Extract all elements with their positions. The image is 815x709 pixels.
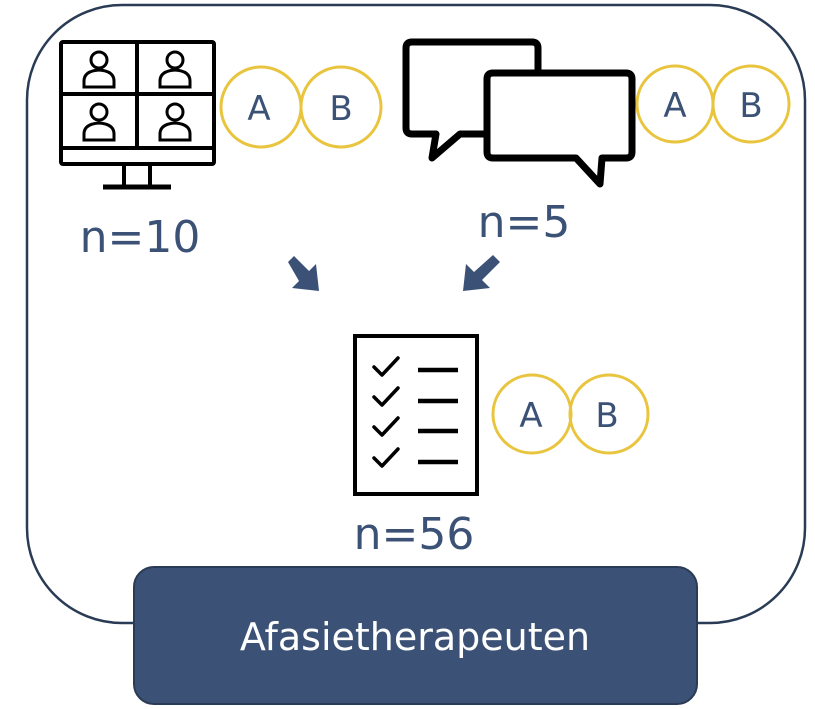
- venn-label-a: A: [247, 89, 270, 129]
- venn-ab-survey: A B: [491, 373, 650, 455]
- count-label-video: n=10: [80, 212, 201, 263]
- count-label-survey: n=56: [354, 509, 475, 560]
- footer-box: [133, 566, 698, 705]
- count-label-chat: n=5: [478, 197, 571, 248]
- checklist-icon: [353, 334, 479, 496]
- venn-label-a: A: [519, 396, 542, 436]
- venn-ab-video: A B: [219, 65, 383, 149]
- footer-label: Afasietherapeuten: [240, 615, 590, 659]
- arrow-to-survey-right: [463, 255, 500, 291]
- venn-label-b: B: [739, 86, 762, 126]
- speech-bubbles-icon: [402, 38, 636, 188]
- venn-ab-chat: A B: [635, 64, 791, 144]
- video-call-grid-icon: [59, 40, 216, 190]
- venn-label-b: B: [329, 89, 352, 129]
- venn-label-a: A: [663, 86, 686, 126]
- venn-label-b: B: [595, 396, 618, 436]
- arrow-to-survey-left: [288, 256, 319, 291]
